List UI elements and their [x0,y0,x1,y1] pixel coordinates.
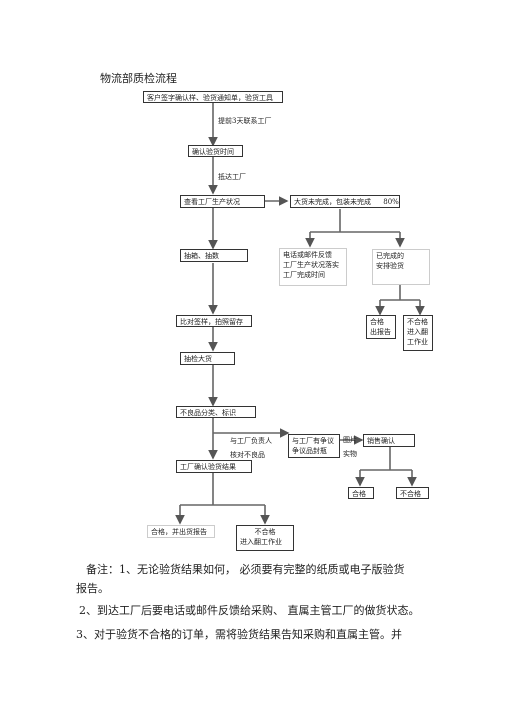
step-confirm-time-text: 确认验货时间 [192,148,234,156]
fail-line-1: 不合格 [407,318,428,326]
step-check-production-text: 查看工厂生产状况 [184,198,240,206]
label-contact-factory: 提前3天联系工厂 [218,117,272,125]
label-photo-object: 图片 实物 [343,435,357,459]
step-factory-confirm-box: 工厂确认验货结果 [176,460,252,473]
done-line-2: 安排验货 [376,262,404,270]
step-unfinished-box: 大货未完成，包装未完成 80% [290,195,400,208]
end-pass-box: 合格，并出货报告 [147,525,215,538]
note-3: 3、对于验货不合格的订单，需将验货结果告知采购和直属主管。并 [76,628,402,641]
sales-ok-text: 合格 [352,490,366,498]
step-inspect-goods-text: 抽检大货 [184,355,212,363]
fail-rework-box: 不合格 进入翻 工作业 [403,315,433,351]
fail-line-3: 工作业 [407,338,428,346]
sales-confirm-box: 销售确认 [363,434,415,447]
sales-ng-box: 不合格 [396,487,429,499]
step-defect-sort-text: 不良品分类、标识 [180,409,236,417]
step-factory-confirm-text: 工厂确认验货结果 [180,463,236,471]
label-negotiate: 与工厂负责人 核对不良品 [230,436,272,460]
negotiate-line-1: 与工厂负责人 [230,437,272,445]
sales-ng-text: 不合格 [400,490,421,498]
end-fail-box: 不合格 进入翻工作业 [236,525,294,551]
step-unfinished-percent: 80% [383,198,399,206]
dispute-line-1: 与工厂有争议 [292,437,334,445]
end-fail-line-2: 进入翻工作业 [240,538,282,546]
step-sampling-text: 抽箱、抽数 [184,252,219,260]
done-box: 已完成的 安排验货 [372,249,430,285]
pass-line-2: 出报告 [370,328,391,336]
done-line-1: 已完成的 [376,252,404,260]
step-prepare-text: 客户签字确认样、验货通知单，验货工具 [147,94,273,102]
photo-line-2: 实物 [343,450,357,458]
step-confirm-time-box: 确认验货时间 [188,145,243,157]
pass-line-1: 合格 [370,318,384,326]
sales-confirm-text: 销售确认 [367,437,395,445]
feedback-box: 电话或邮件反馈 工厂生产状况落实 工厂完成时间 [279,248,347,286]
step-prepare-box: 客户签字确认样、验货通知单，验货工具 [143,91,283,103]
step-check-production-box: 查看工厂生产状况 [180,195,265,208]
fail-line-2: 进入翻 [407,328,428,336]
note-1b: 报告。 [76,582,109,595]
dispute-line-2: 争议品封瓶 [292,447,327,455]
note-2: 2、到达工厂后要电话或邮件反馈给采购、 直属主管工厂的做货状态。 [79,604,420,617]
step-unfinished-text: 大货未完成，包装未完成 [294,198,371,206]
page-title: 物流部质检流程 [100,72,177,85]
step-defect-sort-box: 不良品分类、标识 [176,406,256,418]
end-fail-line-1: 不合格 [254,528,276,536]
step-compare-sample-text: 比对签样，拍照留存 [180,318,243,326]
end-pass-text: 合格，并出货报告 [151,528,207,536]
photo-line-1: 图片 [343,436,357,444]
step-sampling-box: 抽箱、抽数 [180,249,248,262]
feedback-line-2: 工厂生产状况落实 [283,261,339,269]
dispute-box: 与工厂有争议 争议品封瓶 [288,434,340,458]
feedback-line-3: 工厂完成时间 [283,271,325,279]
step-inspect-goods-box: 抽检大货 [180,352,235,365]
label-arrive-factory: 抵达工厂 [218,173,246,181]
feedback-line-1: 电话或邮件反馈 [283,251,332,259]
sales-ok-box: 合格 [348,487,374,499]
step-compare-sample-box: 比对签样，拍照留存 [176,315,252,327]
negotiate-line-2: 核对不良品 [230,451,265,459]
note-1a: 备注：1、无论验货结果如何， 必须要有完整的纸质或电子版验货 [86,563,405,576]
pass-report-box: 合格 出报告 [366,315,396,339]
